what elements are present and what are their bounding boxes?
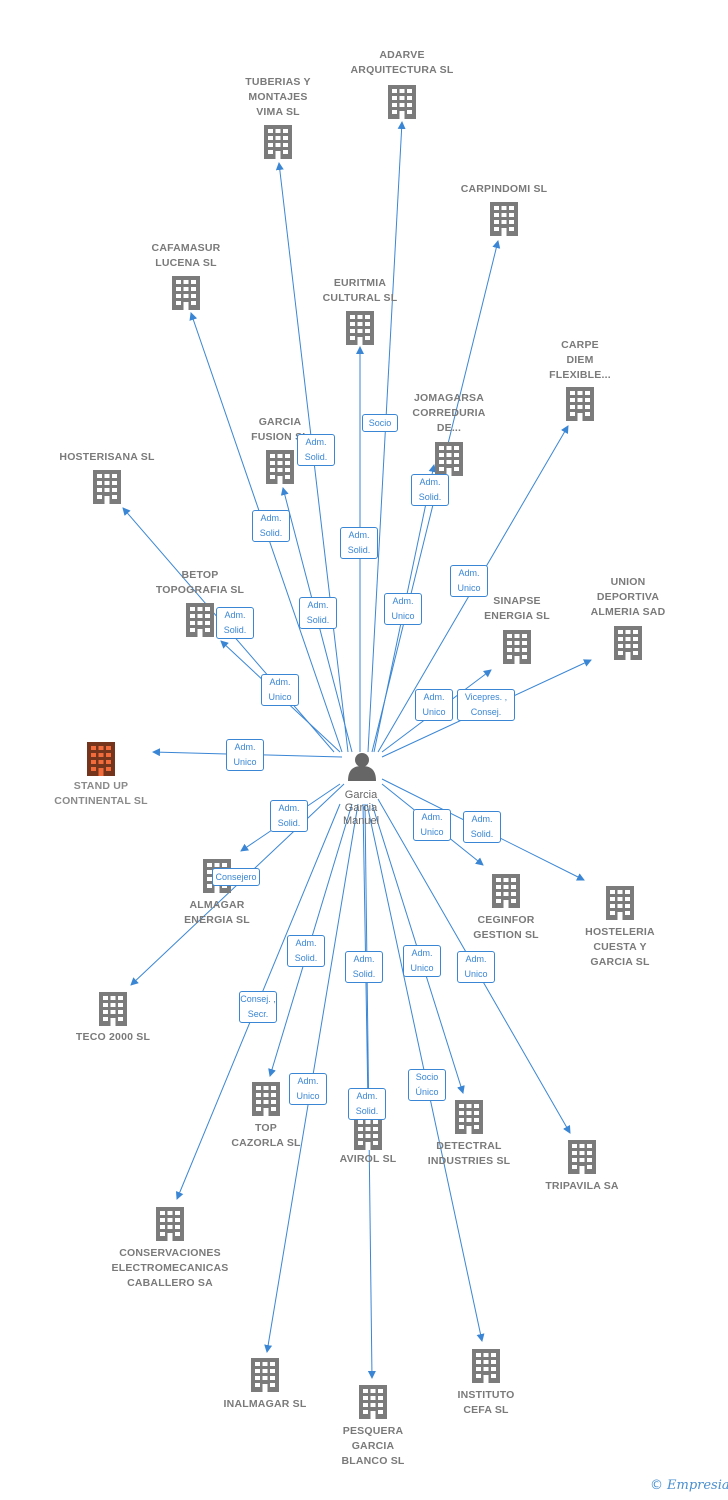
edge-label-euritmia[interactable]: Adm. Solid. bbox=[340, 527, 378, 559]
company-label-hosterisana[interactable]: HOSTERISANA SL bbox=[59, 451, 155, 463]
building-icon[interactable] bbox=[251, 1358, 279, 1392]
building-icon[interactable] bbox=[606, 886, 634, 920]
company-label-union[interactable]: UNION DEPORTIVA ALMERIA SAD bbox=[590, 576, 666, 618]
building-icon[interactable] bbox=[492, 874, 520, 908]
edge-label-jomagarsa[interactable]: Adm. Unico bbox=[384, 593, 422, 625]
edge-label-cafamasur[interactable]: Adm. Solid. bbox=[252, 510, 290, 542]
company-label-teco[interactable]: TECO 2000 SL bbox=[75, 1031, 151, 1043]
building-icon[interactable] bbox=[266, 450, 294, 484]
edge-label-garciafusion[interactable]: Adm. Solid. bbox=[299, 597, 337, 629]
edge-label-avirol[interactable]: Adm. Solid. bbox=[345, 951, 383, 983]
building-icon[interactable] bbox=[156, 1207, 184, 1241]
building-icon[interactable] bbox=[359, 1385, 387, 1419]
edge-adarve bbox=[367, 121, 406, 753]
building-icon[interactable] bbox=[264, 125, 292, 159]
company-label-carpe[interactable]: CARPE DIEM FLEXIBLE... bbox=[549, 339, 611, 381]
building-icon[interactable] bbox=[252, 1082, 280, 1116]
edge-label-carpindomi[interactable]: Adm. Solid. bbox=[411, 474, 449, 506]
building-icon[interactable] bbox=[93, 470, 121, 504]
edge-label-inalmagar[interactable]: Adm. Unico bbox=[289, 1073, 327, 1105]
building-icon[interactable] bbox=[614, 626, 642, 660]
company-label-carpindomi[interactable]: CARPINDOMI SL bbox=[460, 183, 548, 195]
building-icon[interactable] bbox=[435, 442, 463, 476]
building-icon[interactable] bbox=[490, 202, 518, 236]
building-icon[interactable] bbox=[472, 1349, 500, 1383]
building-icon[interactable] bbox=[172, 276, 200, 310]
company-label-avirol[interactable]: AVIROL SL bbox=[339, 1153, 397, 1165]
building-icon[interactable] bbox=[503, 630, 531, 664]
edge-label-sinapse[interactable]: Adm. Unico bbox=[415, 689, 453, 721]
edge-label-ceginfor[interactable]: Adm. Unico bbox=[413, 809, 451, 841]
company-label-betop[interactable]: BETOP TOPOGRAFIA SL bbox=[155, 569, 245, 596]
company-label-instituto[interactable]: INSTITUTO CEFA SL bbox=[457, 1389, 515, 1416]
building-icon[interactable] bbox=[568, 1140, 596, 1174]
edge-label-union[interactable]: Vicepres. , Consej. bbox=[457, 689, 515, 721]
company-label-cafamasur[interactable]: CAFAMASUR LUCENA SL bbox=[151, 242, 221, 269]
company-label-adarve[interactable]: ADARVE ARQUITECTURA SL bbox=[350, 49, 454, 76]
edge-label-instituto[interactable]: Socio Único bbox=[408, 1069, 446, 1101]
edge-label-betop[interactable]: Adm. Solid. bbox=[216, 607, 254, 639]
company-label-sinapse[interactable]: SINAPSE ENERGIA SL bbox=[484, 595, 550, 622]
person-icon bbox=[348, 753, 376, 781]
building-icon[interactable] bbox=[354, 1116, 382, 1150]
edge-label-standup[interactable]: Adm. Unico bbox=[226, 739, 264, 771]
edge-label-conservaciones[interactable]: Consej. , Secr. bbox=[239, 991, 277, 1023]
company-label-pesquera[interactable]: PESQUERA GARCIA BLANCO SL bbox=[341, 1425, 405, 1467]
nodes-layer bbox=[87, 85, 642, 1419]
company-label-euritmia[interactable]: EURITMIA CULTURAL SL bbox=[322, 277, 398, 304]
person-node[interactable] bbox=[348, 753, 376, 781]
edge-label-teco[interactable]: Consejero bbox=[212, 868, 260, 886]
company-label-almagar[interactable]: ALMAGAR ENERGIA SL bbox=[184, 899, 250, 926]
edge-label-pesquera[interactable]: Adm. Solid. bbox=[348, 1088, 386, 1120]
edge-label-hosterisana[interactable]: Adm. Unico bbox=[261, 674, 299, 706]
company-label-ceginfor[interactable]: CEGINFOR GESTION SL bbox=[473, 914, 539, 941]
company-label-top[interactable]: TOP CAZORLA SL bbox=[231, 1122, 301, 1149]
edge-label-tuberias[interactable]: Adm. Solid. bbox=[297, 434, 335, 466]
building-icon[interactable] bbox=[455, 1100, 483, 1134]
edge-label-almagar[interactable]: Adm. Solid. bbox=[270, 800, 308, 832]
edge-label-detectral[interactable]: Adm. Unico bbox=[403, 945, 441, 977]
building-icon[interactable] bbox=[186, 603, 214, 637]
company-label-tripavila[interactable]: TRIPAVILA SA bbox=[545, 1180, 619, 1192]
edge-label-top[interactable]: Adm. Solid. bbox=[287, 935, 325, 967]
company-label-inalmagar[interactable]: INALMAGAR SL bbox=[223, 1398, 307, 1410]
edge-label-adarve[interactable]: Socio bbox=[362, 414, 398, 432]
building-icon-highlight[interactable] bbox=[87, 742, 115, 776]
company-label-conservaciones[interactable]: CONSERVACIONES ELECTROMECANICAS CABALLER… bbox=[111, 1247, 229, 1289]
building-icon[interactable] bbox=[346, 311, 374, 345]
company-label-hosteleria[interactable]: HOSTELERIA CUESTA Y GARCIA SL bbox=[585, 926, 655, 968]
brand-name: Empresia bbox=[667, 1478, 728, 1493]
company-label-tuberias[interactable]: TUBERIAS Y MONTAJES VIMA SL bbox=[245, 76, 311, 118]
company-label-standup[interactable]: STAND UP CONTINENTAL SL bbox=[54, 780, 148, 807]
edge-label-tripavila[interactable]: Adm. Unico bbox=[457, 951, 495, 983]
edge-label-hosteleria[interactable]: Adm. Solid. bbox=[463, 811, 501, 843]
building-icon[interactable] bbox=[99, 992, 127, 1026]
building-icon[interactable] bbox=[566, 387, 594, 421]
building-icon[interactable] bbox=[388, 85, 416, 119]
company-label-jomagarsa[interactable]: JOMAGARSA CORREDURIA DE... bbox=[412, 392, 486, 434]
footer-brand[interactable]: © Empresia bbox=[650, 1478, 728, 1493]
person-name[interactable]: Garcia Garcia Manuel bbox=[342, 789, 380, 827]
company-label-detectral[interactable]: DETECTRAL INDUSTRIES SL bbox=[427, 1140, 511, 1167]
company-label-garciafusion[interactable]: GARCIA FUSION SL bbox=[251, 416, 309, 443]
copyright-icon: © bbox=[650, 1478, 663, 1493]
edge-label-carpe[interactable]: Adm. Unico bbox=[450, 565, 488, 597]
